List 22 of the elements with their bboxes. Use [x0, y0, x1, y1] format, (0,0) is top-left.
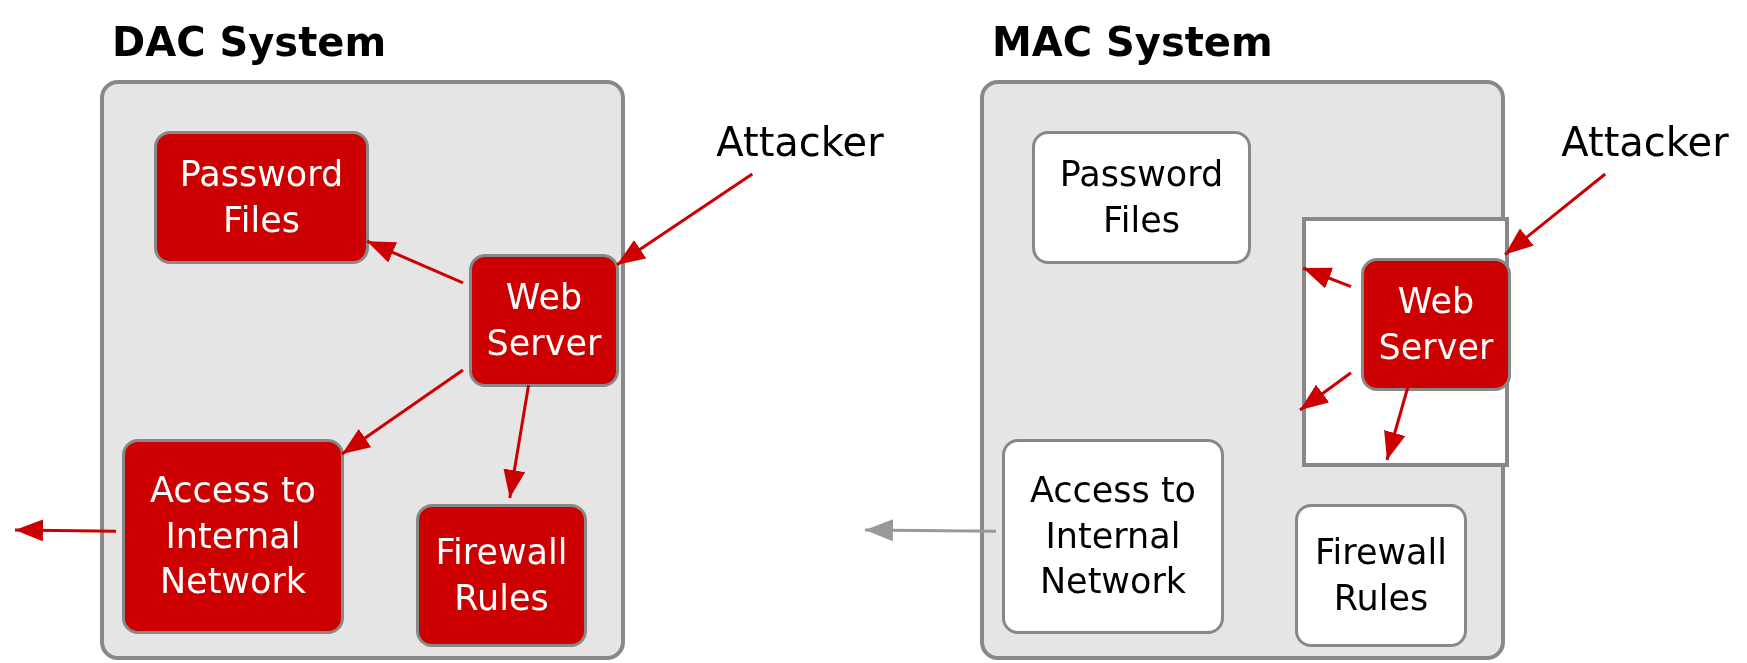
compromised-resource-box: Access to Internal Network	[122, 439, 344, 634]
arrow	[616, 172, 754, 267]
arrow	[1302, 266, 1352, 289]
panel-title: DAC System	[112, 18, 387, 67]
resource-box: Password Files	[1032, 131, 1251, 264]
arrow	[341, 368, 464, 456]
compromised-resource-box: Web Server	[1361, 258, 1511, 391]
compromised-resource-box: Web Server	[469, 254, 619, 387]
arrow	[366, 239, 464, 285]
actor-label: Attacker	[700, 112, 900, 172]
panel-title: MAC System	[992, 18, 1273, 67]
arrow	[1504, 172, 1607, 256]
resource-box: Firewall Rules	[1295, 504, 1467, 647]
arrow	[1299, 371, 1352, 412]
arrow	[865, 519, 996, 542]
arrow	[503, 384, 531, 499]
actor-label: Attacker	[1545, 112, 1745, 172]
compromised-resource-box: Password Files	[154, 131, 369, 264]
resource-box: Access to Internal Network	[1002, 439, 1224, 634]
arrow	[15, 519, 116, 542]
compromised-resource-box: Firewall Rules	[416, 504, 587, 647]
boundary-box	[1302, 217, 1509, 467]
